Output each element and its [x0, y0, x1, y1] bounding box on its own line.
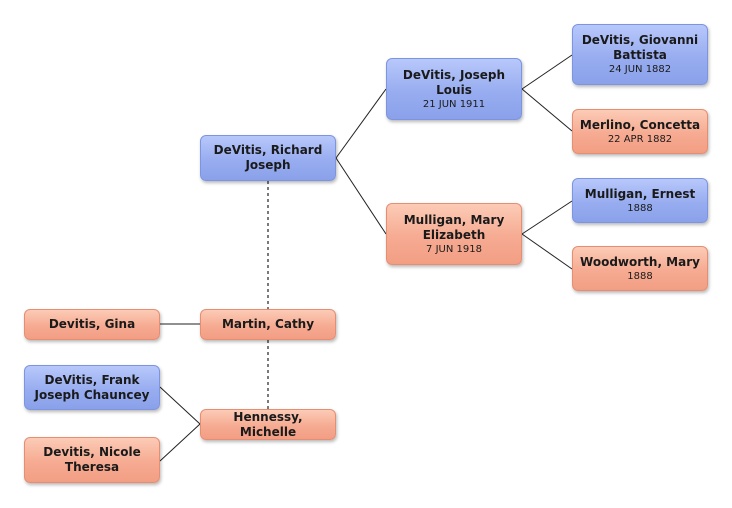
person-name: Hennessy, Michelle: [233, 409, 303, 439]
person-name: Martin, Cathy: [221, 317, 315, 331]
person-card-mary-elizabeth-mulligan[interactable]: Mulligan, Mary Elizabeth 7 JUN 1918: [386, 203, 522, 265]
person-card-richard-devitis[interactable]: DeVitis, Richard Joseph: [200, 135, 336, 181]
person-name: Devitis, Gina: [48, 317, 136, 331]
link-joseph-giovanni: [521, 54, 573, 90]
person-name: DeVitis, Frank Joseph Chauncey: [34, 372, 150, 402]
link-frank-michelle: [159, 386, 201, 425]
person-name: DeVitis, Richard Joseph: [213, 143, 323, 172]
person-name: Woodworth, Mary: [580, 254, 700, 269]
person-card-michelle-hennessy[interactable]: Hennessy, Michelle: [200, 409, 336, 440]
person-date: 21 JUN 1911: [422, 98, 486, 110]
person-name: Devitis, Nicole Theresa: [43, 445, 141, 474]
link-nicole-michelle: [159, 423, 201, 462]
person-name: Mulligan, Mary Elizabeth: [403, 212, 505, 242]
person-date: 24 JUN 1882: [608, 64, 672, 75]
link-mary-ernest: [521, 200, 573, 235]
person-card-frank-devitis[interactable]: DeVitis, Frank Joseph Chauncey: [24, 365, 160, 410]
link-mary-woodworth: [521, 233, 573, 270]
person-card-mary-woodworth[interactable]: Woodworth, Mary 1888: [572, 246, 708, 291]
person-card-gina-devitis[interactable]: Devitis, Gina: [24, 309, 160, 340]
person-card-concetta-merlino[interactable]: Merlino, Concetta 22 APR 1882: [572, 109, 708, 154]
person-name: DeVitis, Joseph Louis: [402, 67, 506, 97]
person-date: 1888: [627, 202, 653, 214]
person-card-joseph-devitis[interactable]: DeVitis, Joseph Louis 21 JUN 1911: [386, 58, 522, 120]
person-name: Mulligan, Ernest: [584, 186, 696, 201]
person-date: 1888: [627, 270, 653, 282]
person-date: 7 JUN 1918: [426, 243, 482, 255]
person-name: DeVitis, Giovanni Battista: [581, 33, 699, 62]
person-name: Merlino, Concetta: [579, 117, 701, 132]
link-richard-mary-elizabeth: [335, 157, 387, 235]
person-card-cathy-martin[interactable]: Martin, Cathy: [200, 309, 336, 340]
link-richard-joseph: [335, 88, 387, 159]
link-joseph-concetta: [521, 88, 573, 132]
person-card-nicole-devitis[interactable]: Devitis, Nicole Theresa: [24, 437, 160, 483]
person-card-ernest-mulligan[interactable]: Mulligan, Ernest 1888: [572, 178, 708, 223]
person-date: 22 APR 1882: [607, 133, 673, 145]
person-card-giovanni-devitis[interactable]: DeVitis, Giovanni Battista 24 JUN 1882: [572, 24, 708, 85]
